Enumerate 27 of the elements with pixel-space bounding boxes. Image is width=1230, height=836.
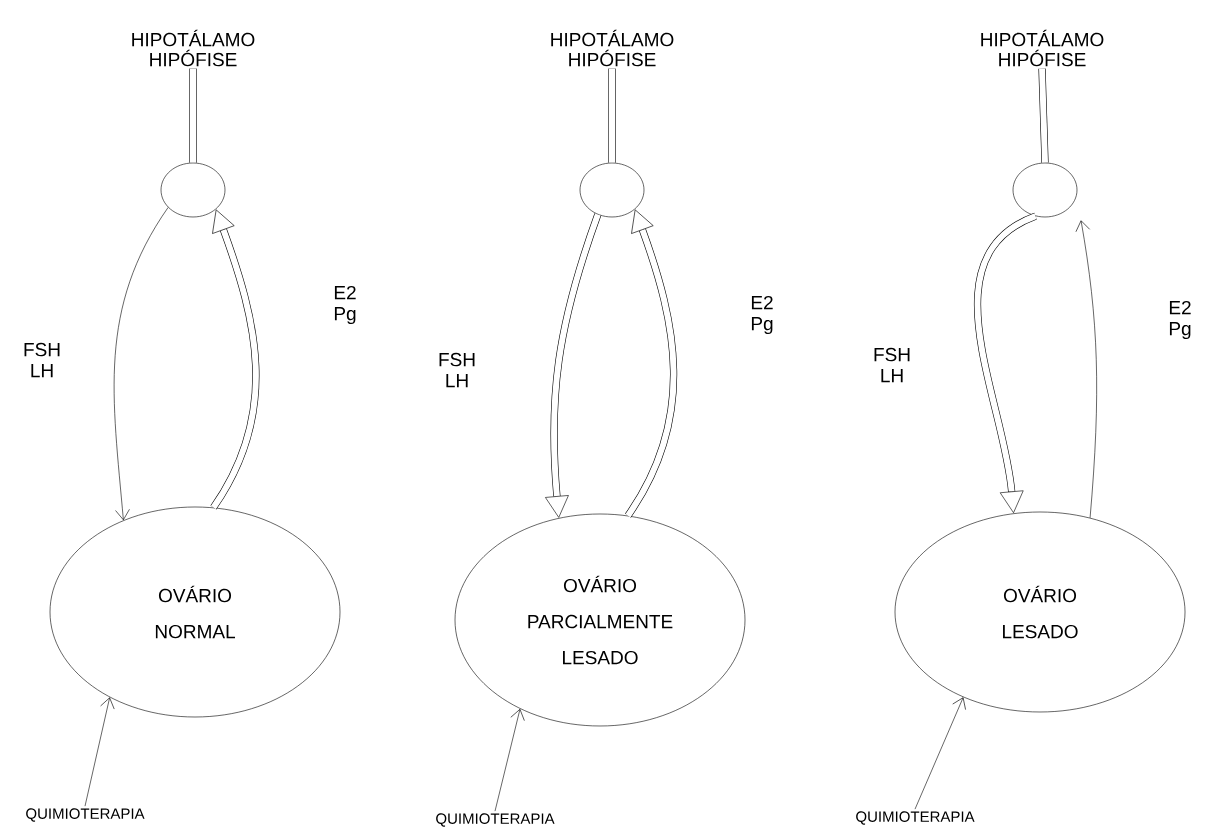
hormone-label: FSH LH	[24, 342, 60, 378]
arrow	[84, 697, 115, 807]
organ-label: HIPOTÁLAMO HIPÓFISE	[551, 29, 674, 67]
double-line	[189, 68, 197, 163]
organ-label: HIPOTÁLAMO HIPÓFISE	[132, 29, 255, 67]
gland-circle	[579, 162, 645, 218]
treatment-label: QUIMIOTERAPIA	[26, 808, 145, 822]
double-line	[608, 68, 616, 163]
gland-circle	[160, 162, 226, 218]
arrow	[113, 207, 169, 521]
gland-circle	[1012, 162, 1078, 218]
hormone-label: FSH LH	[874, 347, 910, 383]
arrow	[494, 708, 525, 812]
arrow	[974, 212, 1038, 514]
arrow	[624, 209, 678, 518]
hormone-label: E2 Pg	[334, 285, 356, 325]
arrow	[914, 697, 966, 810]
hormone-label: FSH LH	[439, 352, 475, 388]
arrow	[545, 213, 602, 518]
hormone-label: E2 Pg	[1169, 300, 1191, 340]
arrow	[1075, 220, 1097, 519]
double-line	[1038, 68, 1049, 163]
hormone-label: E2 Pg	[751, 295, 773, 335]
treatment-label: QUIMIOTERAPIA	[436, 813, 555, 827]
organ-label: HIPOTÁLAMO HIPÓFISE	[981, 29, 1104, 67]
arrow	[210, 209, 260, 510]
treatment-label: QUIMIOTERAPIA	[856, 811, 975, 825]
